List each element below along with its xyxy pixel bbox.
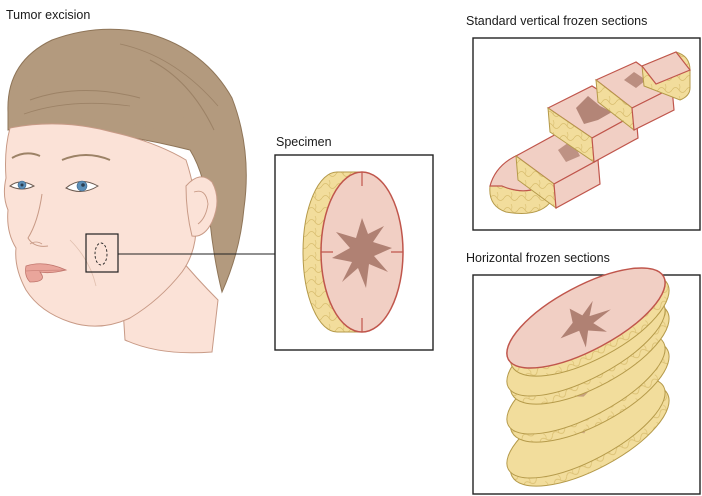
specimen-disc — [303, 172, 403, 332]
face-illustration — [4, 29, 246, 353]
